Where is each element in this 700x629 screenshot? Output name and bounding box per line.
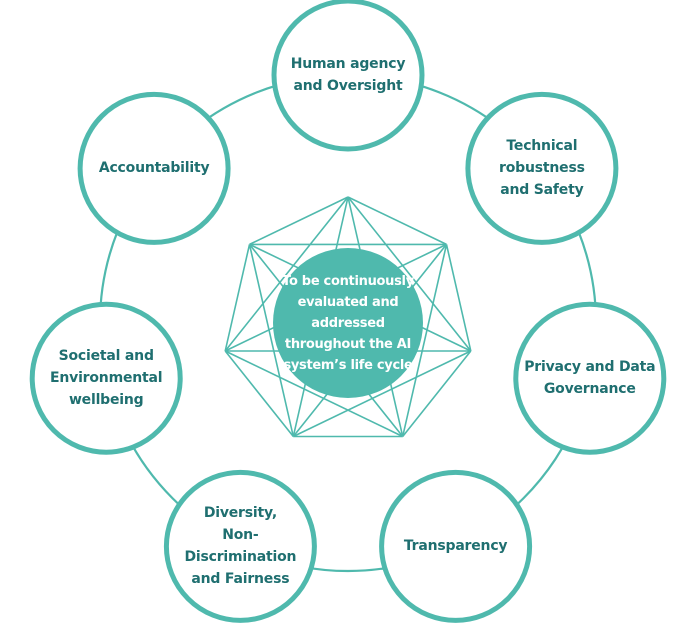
node-label-line: Societal and bbox=[58, 348, 154, 365]
star-connection-line bbox=[249, 196, 349, 246]
star-connection-line bbox=[224, 350, 294, 437]
star-connection-line bbox=[224, 244, 251, 352]
node-label-line: Transparency bbox=[403, 538, 508, 555]
node-circle-societal bbox=[29, 301, 183, 455]
star-connection-line bbox=[292, 350, 472, 438]
star-connections bbox=[224, 196, 472, 438]
node-label-line: Governance bbox=[543, 381, 636, 398]
star-connection-line bbox=[347, 196, 472, 352]
node-label-line: Human agency bbox=[290, 56, 406, 72]
center-line-4: the AI system’s bbox=[283, 336, 412, 373]
center-line-2: evaluated and bbox=[297, 294, 399, 310]
star-connection-line bbox=[347, 196, 447, 246]
node-label-line: Diversity, bbox=[203, 505, 277, 522]
star-connection-line bbox=[401, 244, 448, 437]
star-connection-line bbox=[402, 350, 472, 437]
node-label-line: Technical robustness bbox=[499, 138, 585, 177]
node-label-human-agency: Human agency and Oversight bbox=[277, 4, 419, 146]
star-connection-line bbox=[224, 196, 349, 352]
node-circle-diversity bbox=[163, 469, 317, 623]
node-label-line: wellbeing bbox=[68, 392, 144, 409]
node-circle-transparency bbox=[379, 469, 533, 623]
node-label-line: Non-Discrimination bbox=[184, 527, 297, 566]
node-label-line: Environmental bbox=[50, 370, 163, 387]
node-label-transparency: Transparency bbox=[385, 475, 527, 617]
node-label-line: Accountability bbox=[98, 160, 210, 177]
center-label: To be continuously evaluated and address… bbox=[273, 248, 423, 398]
node-label-line: and Oversight bbox=[293, 78, 403, 94]
node-label-diversity: Diversity, Non-Discrimination and Fairne… bbox=[169, 475, 311, 617]
node-label-line: and Fairness bbox=[191, 571, 290, 588]
star-connection-line bbox=[445, 244, 472, 352]
center-circle bbox=[273, 248, 423, 398]
node-label-privacy: Privacy and Data Governance bbox=[519, 307, 661, 449]
star-connection-line bbox=[248, 244, 295, 437]
node-circles bbox=[29, 0, 667, 623]
star-connection-line bbox=[224, 350, 404, 438]
center-line-3: addressed throughout bbox=[284, 315, 385, 352]
node-circle-accountability bbox=[77, 91, 231, 245]
node-label-accountability: Accountability bbox=[83, 97, 225, 239]
node-label-line: and Safety bbox=[500, 182, 584, 199]
center-line-1: To be continuously bbox=[282, 273, 414, 289]
node-label-line: Privacy and Data bbox=[524, 359, 656, 376]
node-label-societal: Societal and Environmental wellbeing bbox=[35, 307, 177, 449]
node-label-technical-robustness: Technical robustness and Safety bbox=[471, 97, 613, 239]
node-circle-human-agency bbox=[271, 0, 425, 152]
node-circle-technical-robustness bbox=[465, 91, 619, 245]
node-circle-privacy bbox=[513, 301, 667, 455]
center-layer bbox=[273, 248, 423, 398]
center-line-5: life cycle bbox=[350, 357, 413, 373]
